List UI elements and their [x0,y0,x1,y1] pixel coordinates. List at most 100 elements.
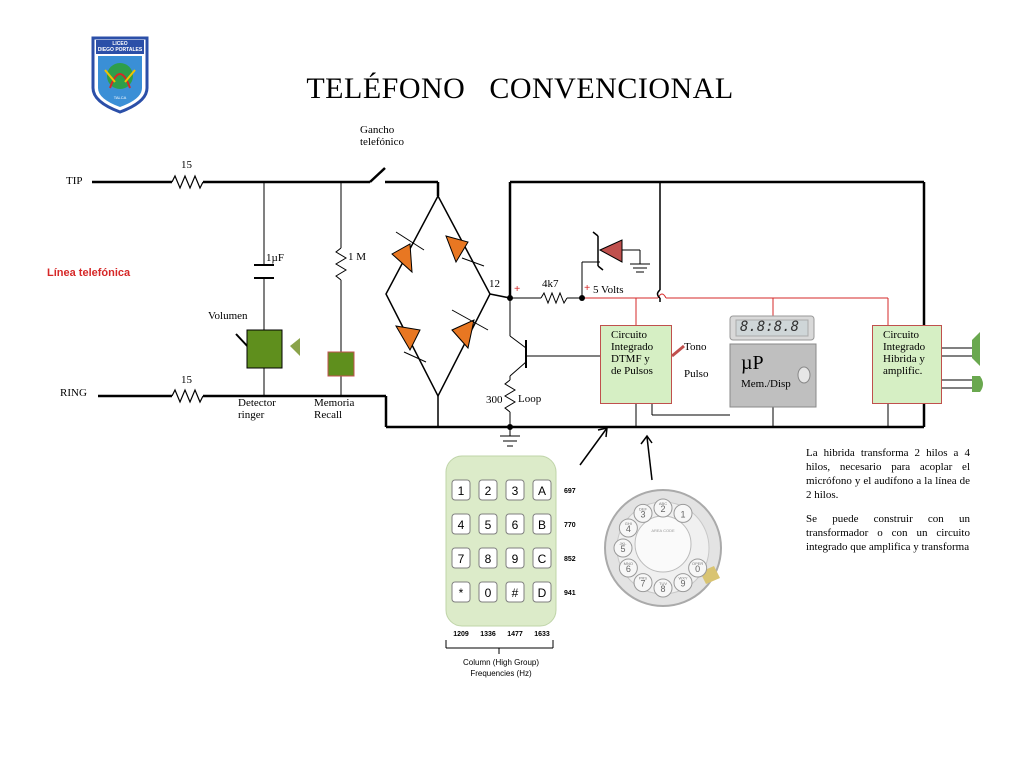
dial-hole [613,538,633,558]
dial-hole-letters: OPER [692,561,703,566]
resistor-4k7-value: 4k7 [542,278,559,290]
dial-hole [673,503,693,523]
microphone-icon [972,332,980,366]
dial-hole [653,578,673,598]
column-frequency: 1209 [453,631,469,638]
keypad-key [505,547,525,569]
dial-hole-letters: JKL [620,541,628,546]
plus-sign-2: + [584,282,591,294]
keypad-key-label: * [459,586,464,600]
dial-hole-number: 5 [620,544,625,554]
logo-text: LICEO [112,41,127,47]
keypad-key [532,479,552,501]
detector-ringer-block [246,329,283,369]
keypad-key-label: B [538,518,546,532]
zener-diode [592,231,623,271]
dial-hole [688,558,708,578]
volumen-label: Volumen [208,310,248,322]
page-title: TELÉFONO CONVENCIONAL [306,72,734,105]
dial-hole-letters: WXY [678,576,687,581]
supply-volts-label: 5 Volts [593,284,624,296]
keypad-key-label: A [538,484,546,498]
keypad-caption: Column (High Group)Frequencies (Hz) [462,658,540,678]
keypad-key-label: D [538,586,547,600]
resistor-1m-value: 1 M [348,251,367,263]
lcd-display [729,315,815,341]
ring-label: RING [60,387,87,399]
resistor-300-value: 300 [486,394,503,406]
microprocessor [729,343,817,408]
dial-hole [618,558,638,578]
column-frequency: 1336 [480,631,496,638]
keypad-key-label: 8 [485,552,492,566]
column-frequency: 1633 [534,631,550,638]
keypad-key-label: 0 [485,586,492,600]
dial-hole-letters: MNO [624,561,633,566]
dial-hole-number: 9 [680,579,685,589]
dial-hole-number: 1 [680,509,685,519]
speaker-icon [290,338,300,356]
microprocessor-sub: Mem./Disp [741,378,791,390]
dial-hole-letters: GHI [625,521,632,526]
dial-hole [618,518,638,538]
dial-center-label: AREA CODE [651,528,675,533]
dial-hole-letters: DEF [639,506,648,511]
keypad-key [505,513,525,535]
keypad-key [532,513,552,535]
keypad-key [478,479,498,501]
dial-hole-letters: ABC [659,501,667,506]
node-12-label: 12 [489,278,500,290]
row-frequency: 852 [564,556,576,563]
keypad-key [451,547,471,569]
plus-sign-1: + [514,283,521,295]
tono-label: Tono [684,341,707,353]
dial-hole-number: 2 [660,504,665,514]
keypad-key-label: 5 [485,518,492,532]
keypad-key [451,513,471,535]
dial-hole-number: 8 [660,584,665,594]
row-frequency: 941 [564,590,576,597]
dial-hole-letters: TUV [659,581,667,586]
paragraph-1: La hibrida transforma 2 hilos a 4 hilos,… [806,447,970,501]
dial-hole-number: 4 [626,524,631,534]
resistor-bottom-value: 15 [181,374,192,386]
row-frequency: 697 [564,488,576,495]
dial-hole [673,573,693,593]
logo-text: TALCA [114,95,127,100]
memory-recall-block [327,351,355,377]
keypad-key-label: 7 [458,552,465,566]
keypad-key-label: C [538,552,547,566]
column-frequency: 1477 [507,631,523,638]
dial-hole-number: 6 [626,564,631,574]
loop-label: Loop [518,393,542,405]
keypad-key-label: 6 [512,518,519,532]
hybrid-description: La hibrida transforma 2 hilos a 4 hilos,… [806,446,970,564]
keypad-key [478,513,498,535]
microprocessor-symbol: µP [741,352,764,374]
dial-hole [633,573,653,593]
keypad-key [532,547,552,569]
dial-hole-number: 3 [640,509,645,519]
bridge-diodes [391,231,489,363]
capacitor-value: 1µF [266,252,284,264]
resistor-top-value: 15 [181,159,192,171]
keypad-key [532,581,552,603]
paragraph-2: Se puede construir con un transformador … [806,513,970,553]
keypad-key [505,479,525,501]
pulso-label: Pulso [684,368,709,380]
dial-hole-number: 7 [640,579,645,589]
tone-pulse-switch [671,344,685,358]
dtmf-keypad [445,455,557,654]
dial-hole-letters: PRS [639,576,648,581]
keypad-key-label: 2 [485,484,492,498]
tip-label: TIP [66,175,83,187]
keypad-key-label: 3 [512,484,519,498]
keypad-key [478,547,498,569]
keypad-key-label: # [512,586,519,600]
earpiece-icon [972,376,983,392]
